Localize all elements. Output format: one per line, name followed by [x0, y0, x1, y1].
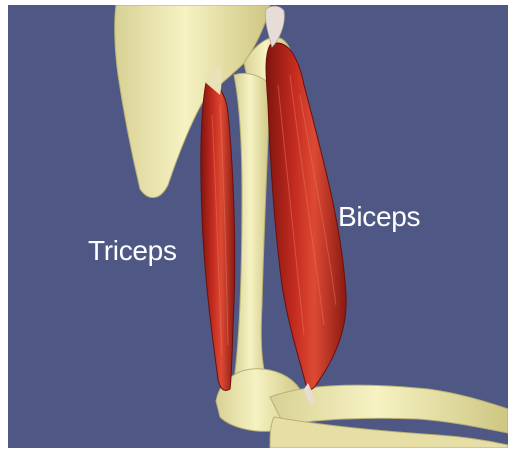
biceps-label: Biceps — [338, 203, 420, 231]
anatomy-figure: Triceps Biceps — [8, 5, 508, 448]
arm-illustration — [8, 5, 508, 448]
triceps-label: Triceps — [88, 237, 177, 265]
